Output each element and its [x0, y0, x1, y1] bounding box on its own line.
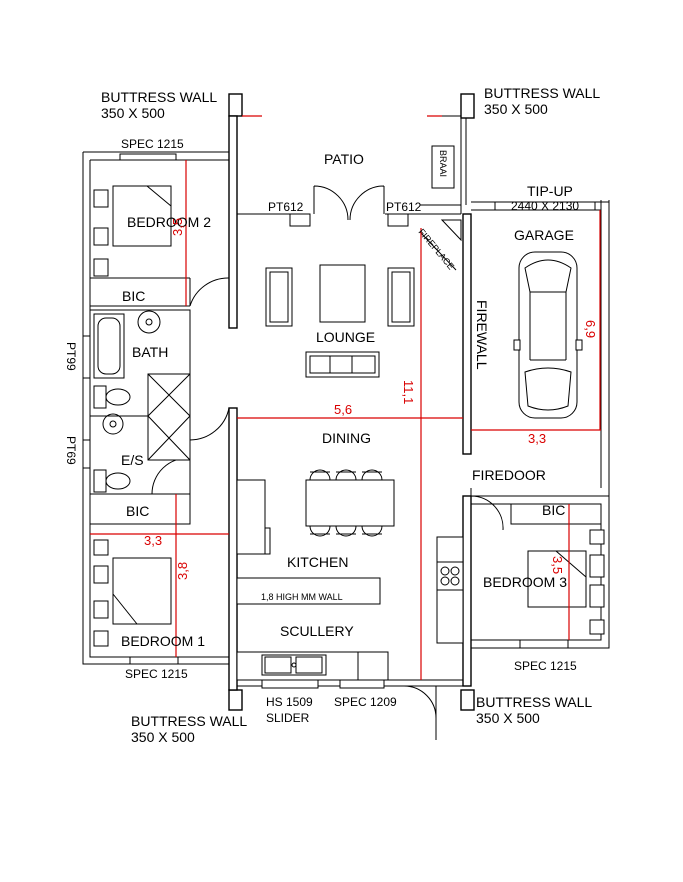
spec-1209-label: SPEC 1209: [334, 695, 397, 709]
window-spec-top-left: [119, 153, 177, 161]
bic-left-wall: [90, 493, 191, 525]
kitchen-label: KITCHEN: [287, 554, 348, 570]
tipup-label-1: TIP-UP: [527, 183, 573, 199]
buttress-bl-label-1: BUTTRESS WALL: [131, 713, 247, 729]
firedoor-door: [470, 495, 504, 531]
bedroom3-label: BEDROOM 3: [483, 574, 567, 590]
bedroom2-label: BEDROOM 2: [127, 214, 211, 230]
bedroom1-bed: [93, 539, 172, 647]
patio-wall-right-side: [460, 118, 467, 214]
bath-label: BATH: [132, 344, 168, 360]
lounge-furniture: [265, 264, 415, 378]
shower: [147, 373, 191, 461]
buttress-br-label-2: 350 X 500: [476, 710, 540, 726]
scullery-counter: [236, 651, 389, 681]
kitchen-counters: [236, 479, 464, 644]
buttress-bl-label-2: 350 X 500: [131, 729, 195, 745]
dim-garage-depth: 6,9: [583, 320, 598, 338]
dim-bed3-depth: 3,5: [550, 556, 565, 574]
wall-left-lounge: [228, 115, 238, 329]
pt612-left-label: PT612: [268, 200, 304, 214]
wall-right-kitchen: [462, 495, 472, 687]
bedroom3-bed: [510, 504, 605, 635]
patio-label: PATIO: [324, 151, 364, 167]
pt69-label: PT69: [64, 436, 78, 465]
scullery-label: SCULLERY: [280, 623, 354, 639]
buttress-tl-label-2: 350 X 500: [101, 105, 165, 121]
dim-lounge-width: 5,6: [334, 402, 352, 417]
pt612-left-window: [289, 213, 311, 227]
garage-tipup-door: [494, 201, 596, 211]
hs-slider-label-2: SLIDER: [266, 711, 310, 725]
es-label: E/S: [121, 452, 144, 468]
dim-bed2-depth: 3,5: [170, 218, 185, 236]
tipup-label-2: 2440 X 2130: [511, 199, 579, 213]
window-spec-1209: [339, 679, 385, 689]
bic-left-label: BIC: [126, 503, 149, 519]
bic-top-wall: [90, 277, 191, 307]
mm-wall-label: 1,8 HIGH MM WALL: [261, 592, 343, 602]
es-door: [151, 457, 191, 495]
hs-slider-label-1: HS 1509: [266, 695, 313, 709]
hs-slider-window: [261, 679, 319, 689]
garage-label: GARAGE: [514, 227, 574, 243]
buttress-br-label-1: BUTTRESS WALL: [476, 694, 592, 710]
braai-unit: [431, 145, 455, 189]
dining-table: [305, 469, 395, 537]
bedroom2-bed: [93, 185, 172, 277]
garage-east-wall: [600, 200, 610, 496]
dim-garage-width: 3,3: [528, 431, 546, 446]
firewall-label: FIREWALL: [474, 300, 490, 370]
bedroom2-door: [189, 277, 230, 307]
pt612-right-window: [387, 213, 409, 227]
west-exterior-wall-inner: [89, 160, 229, 658]
window-spec-bottom-right: [519, 639, 569, 649]
bic-right-label: BIC: [542, 502, 565, 518]
buttress-tr-label-1: BUTTRESS WALL: [484, 85, 600, 101]
fireplace-unit: [419, 219, 462, 271]
firedoor-label: FIREDOOR: [472, 467, 546, 483]
toilet-es: [93, 469, 131, 493]
dim-bed1-depth: 3,8: [175, 562, 190, 580]
braai-label: BRAAI: [438, 150, 448, 177]
lounge-label: LOUNGE: [316, 329, 375, 345]
bic-top-label: BIC: [122, 288, 145, 304]
buttress-tr-label-2: 350 X 500: [484, 101, 548, 117]
buttress-wall-bottom-left: [228, 689, 243, 711]
pt69-window: [82, 439, 91, 469]
wall-left-dining: [228, 407, 238, 691]
dining-label: DINING: [322, 430, 371, 446]
dim-overall-length: 11,1: [401, 380, 416, 404]
pt612-right-label: PT612: [386, 200, 422, 214]
buttress-wall-top-left: [228, 93, 243, 117]
pt99-window: [82, 335, 91, 379]
es-basin: [102, 413, 124, 435]
buttress-wall-top-right: [460, 93, 475, 119]
bedroom1-label: BEDROOM 1: [121, 633, 205, 649]
west-exterior-wall: [82, 152, 229, 665]
spec-bottom-right-label: SPEC 1215: [514, 659, 577, 673]
buttress-wall-bottom-right: [460, 689, 475, 711]
patio-french-doors: [313, 185, 385, 221]
buttress-tl-label-1: BUTTRESS WALL: [101, 89, 217, 105]
spec-top-left-label: SPEC 1215: [121, 137, 184, 151]
back-door: [403, 685, 437, 740]
fireplace-label: FIREPLACE: [416, 227, 456, 272]
dimension-lines: [90, 160, 601, 680]
dim-bed1-width: 3,3: [144, 533, 162, 548]
bathtub: [93, 310, 161, 379]
garage-car: [513, 251, 583, 419]
pt99-label: PT99: [64, 342, 78, 371]
bath-door: [189, 407, 230, 441]
window-spec-bottom-left: [129, 656, 179, 665]
spec-bottom-left-label: SPEC 1215: [125, 667, 188, 681]
toilet-bath: [93, 385, 131, 409]
firewall: [462, 213, 472, 455]
